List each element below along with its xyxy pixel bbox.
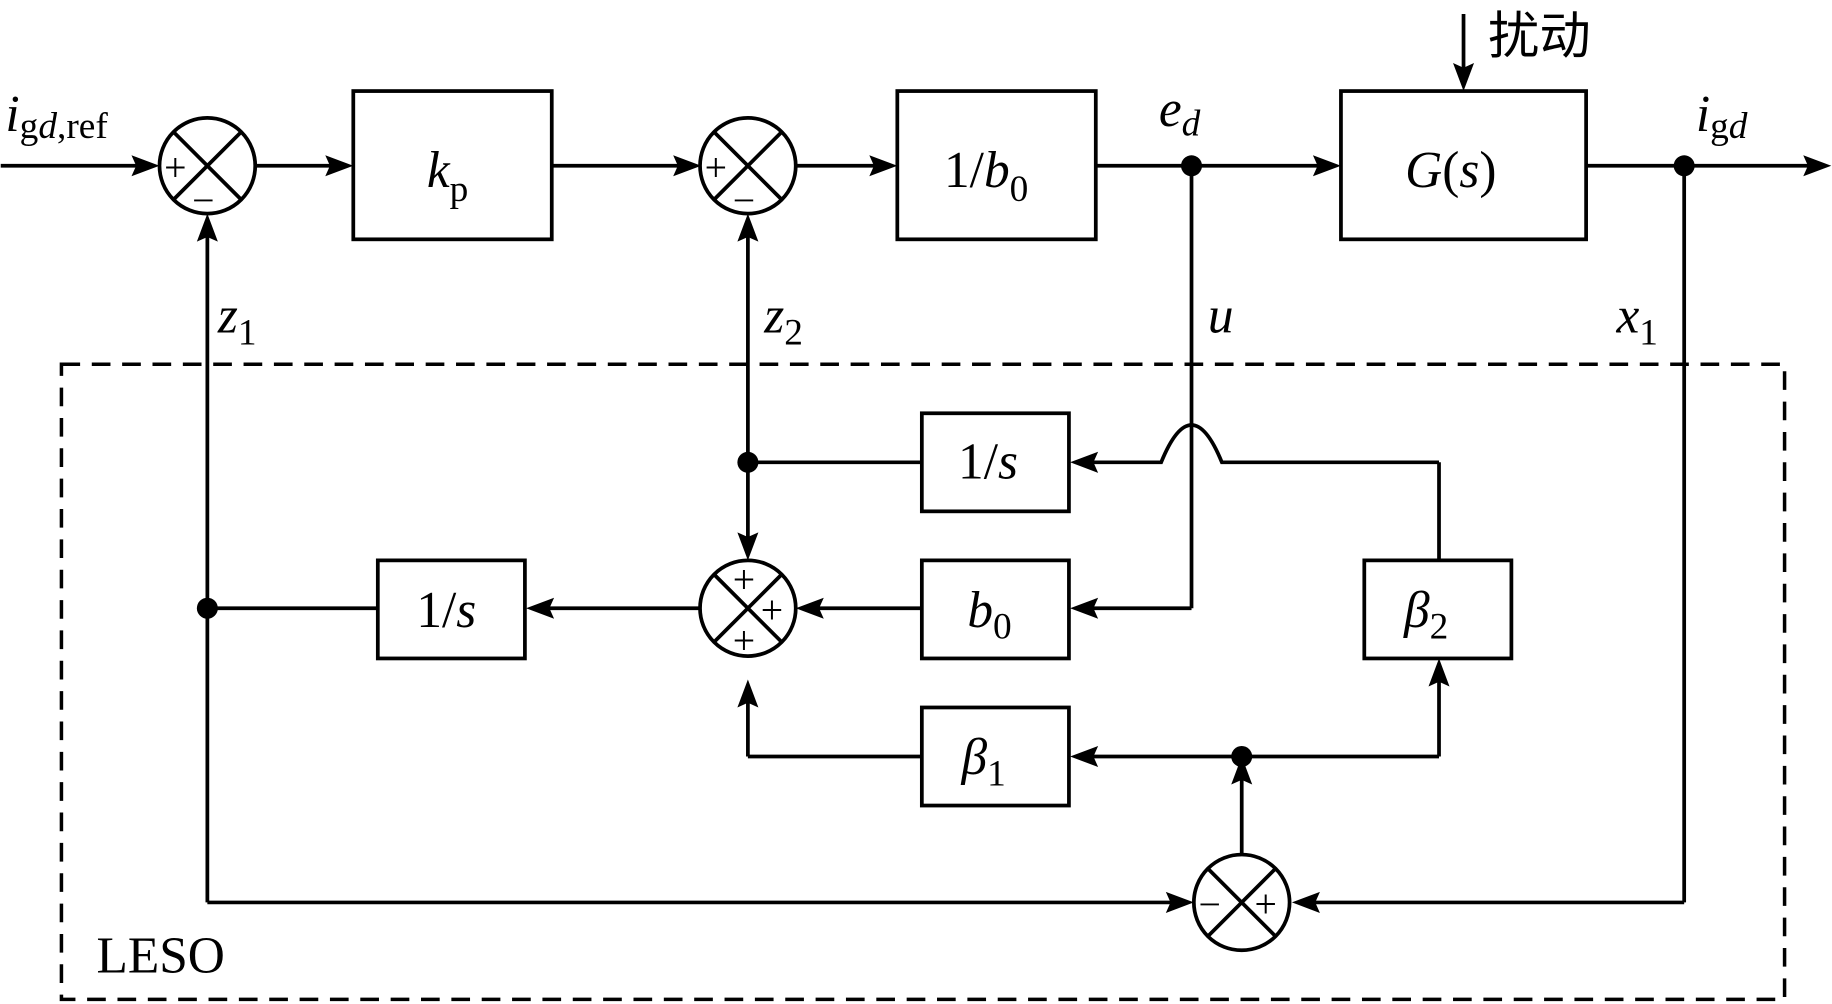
- signal-label-x1: x1: [1615, 288, 1657, 354]
- arrowhead: [1231, 756, 1253, 785]
- block-beta1: β1: [919, 705, 1071, 808]
- arrowhead: [131, 155, 160, 177]
- arrowhead: [526, 597, 555, 619]
- svg-text:b0: b0: [967, 582, 1011, 648]
- sign-plus: +: [705, 146, 727, 190]
- arrowhead: [1453, 63, 1475, 92]
- sign-minus: −: [192, 179, 214, 223]
- block-b0: b0: [919, 558, 1071, 661]
- arrowhead: [1070, 597, 1099, 619]
- arrowhead: [1428, 658, 1450, 687]
- arrowhead: [673, 155, 702, 177]
- svg-text:β1: β1: [961, 729, 1006, 795]
- arrowhead: [1803, 155, 1832, 177]
- arrowhead: [869, 155, 898, 177]
- svg-text:1/s: 1/s: [958, 434, 1018, 491]
- svg-text:1/b0: 1/b0: [944, 142, 1028, 210]
- block-beta2: β2: [1362, 558, 1514, 661]
- signal-label-u: u: [1208, 288, 1234, 345]
- disturbance-label: 扰动: [1488, 7, 1591, 67]
- svg-text:kp: kp: [427, 142, 468, 210]
- arrowhead: [196, 213, 218, 242]
- arrowhead: [1070, 745, 1099, 768]
- arrowhead: [1291, 891, 1320, 913]
- output-label: igd: [1696, 86, 1748, 147]
- sign-minus: −: [733, 179, 755, 223]
- sign-plus: +: [761, 588, 783, 632]
- svg-text:1/s: 1/s: [416, 582, 476, 639]
- beta2-to-integrator-line: [1084, 423, 1440, 465]
- branch-point-igd: [1673, 155, 1695, 177]
- arrowhead: [325, 155, 354, 177]
- block-integrator-z2: 1/s: [919, 411, 1071, 514]
- block-plant: G(s): [1339, 89, 1588, 242]
- arrowhead: [1070, 451, 1099, 473]
- branch-point-ed: [1181, 155, 1203, 177]
- arrowhead: [737, 679, 759, 708]
- sign-plus: +: [733, 558, 755, 602]
- block-inverse-b0: 1/b0: [895, 89, 1098, 242]
- summing-junction-3: + + +: [698, 558, 798, 663]
- signal-label-z1: z1: [217, 288, 257, 354]
- sign-minus: −: [1199, 883, 1221, 927]
- sign-plus: +: [1255, 883, 1277, 927]
- summing-junction-1: + −: [157, 116, 258, 223]
- leso-label: LESO: [96, 927, 224, 984]
- arrowhead: [737, 532, 759, 561]
- svg-text:β2: β2: [1403, 582, 1448, 648]
- summing-junction-4: − +: [1191, 852, 1292, 953]
- svg-text:G(s): G(s): [1405, 142, 1496, 199]
- arrowhead: [1165, 891, 1194, 913]
- reference-input-label: igd,ref: [5, 86, 108, 147]
- summing-junction-2: + −: [698, 116, 798, 223]
- leso-boundary: [59, 362, 1787, 1002]
- arrowhead: [1312, 155, 1341, 177]
- block-kp: kp: [351, 89, 554, 242]
- arrowhead: [795, 597, 824, 619]
- signal-label-ed: ed: [1159, 81, 1201, 144]
- sign-plus: +: [164, 146, 186, 190]
- sign-plus: +: [733, 619, 755, 663]
- arrowhead: [737, 213, 759, 242]
- signal-label-z2: z2: [763, 288, 803, 354]
- block-integrator-z1: 1/s: [375, 558, 527, 661]
